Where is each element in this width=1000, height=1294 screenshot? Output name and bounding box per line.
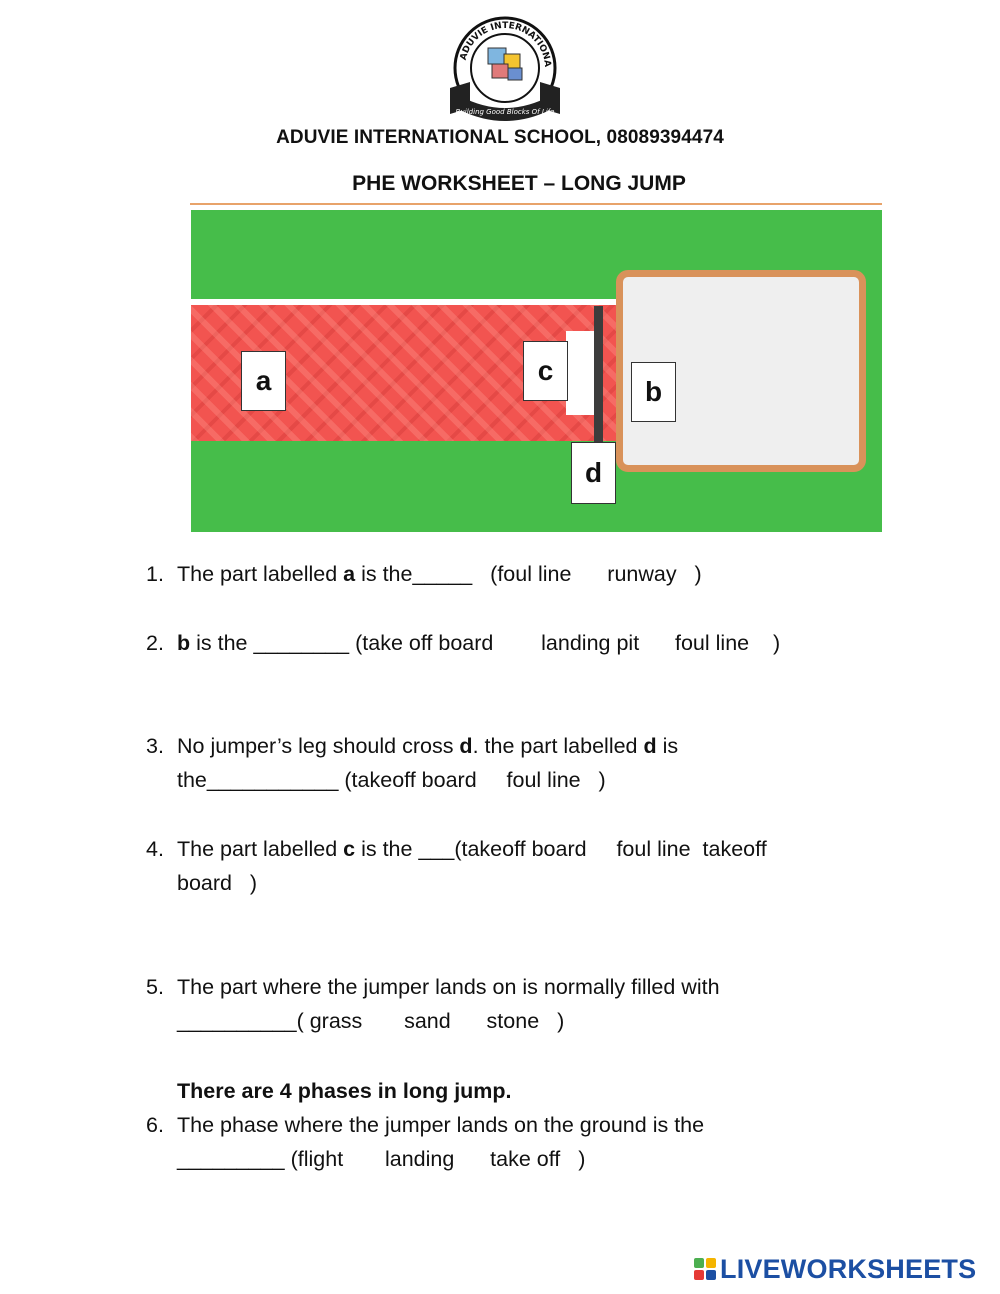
question-text: The part labelled [177,837,344,861]
phases-note: There are 4 phases in long jump. [177,1079,512,1103]
part-label-ref: d [643,734,657,758]
worksheet-title: PHE WORKSHEET – LONG JUMP [352,172,686,195]
takeoff-board [566,331,596,415]
part-label-ref: a [343,562,356,586]
question-2: 2. b is the ________ (take off board lan… [146,626,876,660]
part-label-ref: d [459,734,473,758]
question-number: 3. [146,734,164,758]
brand-text: LIVEWORKSHEETS [720,1253,977,1284]
question-6: 6. The phase where the jumper lands on t… [146,1108,876,1176]
logo-motto: Building Good Blocks Of Life [456,108,555,116]
part-label-ref: b [177,631,191,655]
question-text: is the_____ (foul line runway ) [355,562,702,586]
question-text: The part where the jumper lands on is no… [177,975,720,1033]
school-name: ADUVIE INTERNATIONAL SCHOOL, 08089394474 [276,127,724,148]
part-label-ref: c [343,837,356,861]
question-text: The part labelled [177,562,344,586]
runway-edge [191,299,621,305]
liveworksheets-icon [694,1258,716,1280]
question-text: is the ________ (take off board landing … [190,631,781,655]
question-number: 4. [146,837,164,861]
label-a: a [241,351,286,411]
long-jump-diagram: a c b d [191,210,882,532]
title-divider [190,203,882,205]
question-text: is the___________ (takeoff board foul li… [177,734,679,792]
question-number: 5. [146,975,164,999]
question-text: . the part labelled [472,734,644,758]
question-4: 4. The part labelled c is the ___(takeof… [146,832,876,900]
question-3: 3. No jumper’s leg should cross d. the p… [146,729,876,797]
question-text: No jumper’s leg should cross [177,734,460,758]
label-d: d [571,442,616,504]
label-c: c [523,341,568,401]
foul-line [594,306,603,442]
label-b: b [631,362,676,422]
liveworksheets-brand[interactable]: LIVEWORKSHEETS [693,1252,976,1286]
question-number: 6. [146,1113,164,1137]
question-number: 1. [146,562,164,586]
question-5: 5. The part where the jumper lands on is… [146,970,876,1038]
question-number: 2. [146,631,164,655]
question-text: The phase where the jumper lands on the … [177,1113,705,1171]
school-logo: ADUVIE INTERNATIONAL SCHOOL Building Goo… [436,3,570,125]
question-text: is the ___(takeoff board foul line takeo… [177,837,767,895]
question-1: 1. The part labelled a is the_____ (foul… [146,557,876,591]
